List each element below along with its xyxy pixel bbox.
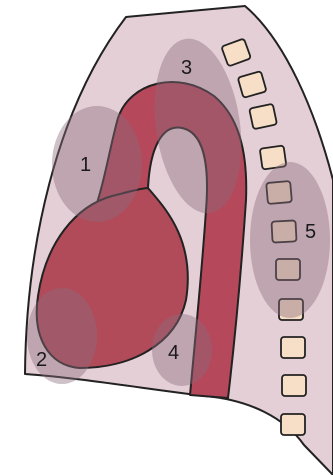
region-2-label: 2 xyxy=(36,349,47,371)
region-5-label: 5 xyxy=(305,221,316,243)
region-5-highlight xyxy=(250,162,330,318)
vertebra xyxy=(281,414,305,435)
vertebra xyxy=(281,337,305,358)
region-4-highlight xyxy=(152,314,212,386)
region-3-label: 3 xyxy=(181,57,192,79)
region-1-label: 1 xyxy=(80,154,91,176)
region-4-label: 4 xyxy=(168,342,179,364)
region-1-highlight xyxy=(52,106,142,222)
vertebra xyxy=(249,104,277,130)
vertebra xyxy=(282,375,306,396)
